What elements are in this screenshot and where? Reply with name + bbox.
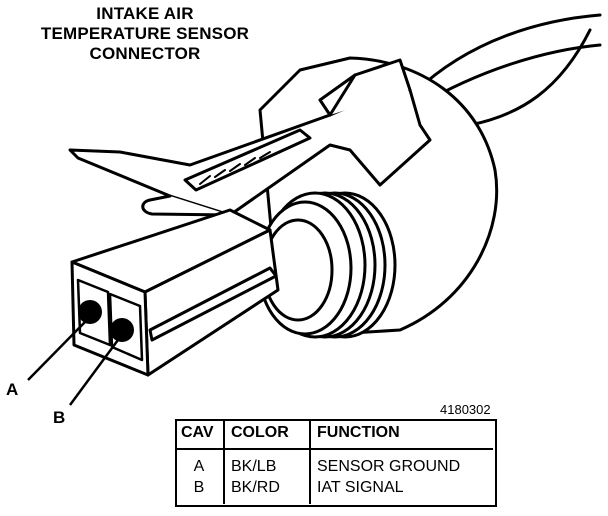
title-line-2: TEMPERATURE SENSOR xyxy=(40,24,250,43)
diagram-title: INTAKE AIR TEMPERATURE SENSOR CONNECTOR xyxy=(20,4,270,64)
table-row: B BK/RD IAT SIGNAL xyxy=(175,477,493,504)
cell-color: BK/RD xyxy=(224,477,311,504)
cell-color: BK/LB xyxy=(224,449,311,477)
cell-cav: B xyxy=(175,477,225,504)
figure-number: 4180302 xyxy=(440,402,491,417)
locking-tab xyxy=(68,83,432,217)
title-line-3: CONNECTOR xyxy=(89,44,201,63)
cell-function: SENSOR GROUND xyxy=(317,458,461,475)
housing-rib xyxy=(148,266,278,342)
title-line-1: INTAKE AIR xyxy=(96,4,194,23)
table-row: A BK/LB SENSOR GROUND xyxy=(175,449,493,477)
wire xyxy=(468,28,592,127)
wire xyxy=(413,13,602,94)
header-cav: CAV xyxy=(175,420,225,450)
header-function: FUNCTION xyxy=(310,420,493,450)
pin-b-label: B xyxy=(53,408,66,427)
terminal-b xyxy=(110,318,134,342)
leader-line-b xyxy=(68,339,120,406)
cell-cav: A xyxy=(175,449,225,477)
header-color: COLOR xyxy=(224,420,311,450)
pinout-table: CAV COLOR FUNCTION A BK/LB SENSOR GROUND… xyxy=(175,420,493,504)
terminal-a xyxy=(78,300,102,324)
leader-line-a xyxy=(27,321,86,381)
seal-rings xyxy=(257,191,397,339)
table-header-row: CAV COLOR FUNCTION xyxy=(175,420,493,450)
pin-a-label: A xyxy=(6,380,19,399)
cell-function: IAT SIGNAL xyxy=(317,479,404,496)
